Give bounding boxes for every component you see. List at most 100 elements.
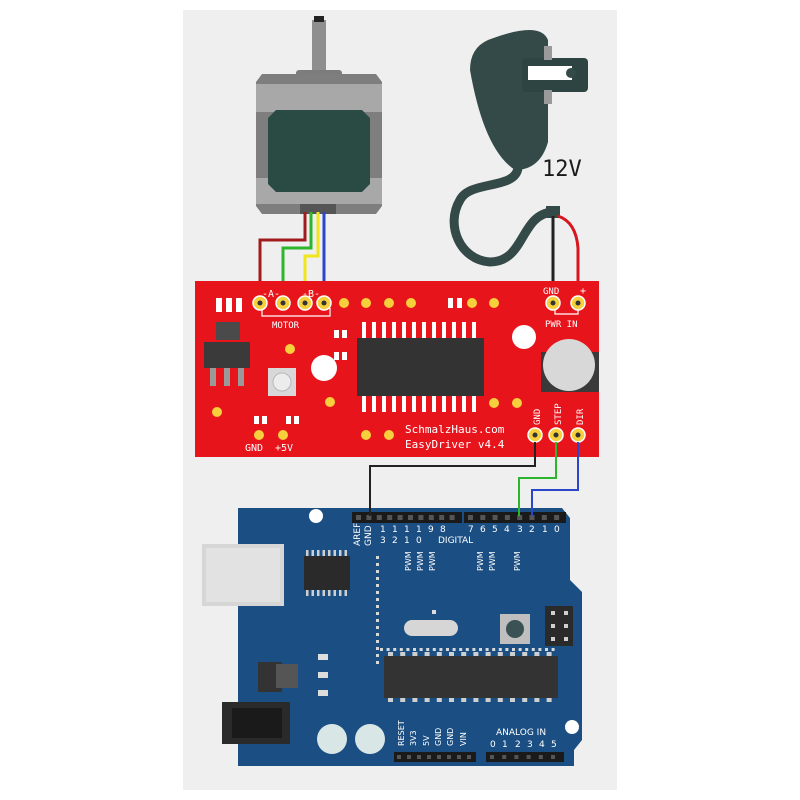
header-socket xyxy=(427,755,431,759)
silkscreen-dot xyxy=(376,626,379,629)
chip-pin xyxy=(311,590,314,596)
chip-pin xyxy=(317,590,320,596)
silkscreen-dot xyxy=(376,598,379,601)
mcu-pin xyxy=(510,652,515,656)
smd-pad xyxy=(236,298,242,312)
stepper-motor xyxy=(256,16,382,214)
smd-component xyxy=(318,690,328,696)
ic-pin xyxy=(472,396,476,412)
via-pad xyxy=(406,298,416,308)
crystal xyxy=(404,620,458,636)
control-pin-step-hole xyxy=(553,432,559,438)
reset-label: RESET xyxy=(397,720,406,746)
motor-face xyxy=(268,110,370,192)
silkscreen-dot xyxy=(419,648,423,651)
silkscreen-dot xyxy=(485,648,489,651)
via-pad xyxy=(285,344,295,354)
motor-pin-a2-hole xyxy=(280,300,286,306)
motor-wire-green xyxy=(281,212,313,300)
motor-connector xyxy=(300,204,336,214)
silkscreen-dot xyxy=(376,605,379,608)
pin-0-label: 0 xyxy=(554,525,560,535)
mcu-pin xyxy=(461,698,467,702)
header-socket xyxy=(457,755,461,759)
power-group-label: PWR IN xyxy=(545,320,578,330)
silkscreen-dot xyxy=(376,661,379,664)
ic-pin xyxy=(412,322,416,338)
silkscreen-dot xyxy=(393,648,397,651)
mcu-pin xyxy=(473,698,479,702)
power-pin-plus-hole xyxy=(575,300,581,306)
header-socket xyxy=(397,755,401,759)
header-socket xyxy=(397,515,403,520)
motor-wire-red xyxy=(258,212,307,300)
ic-pin xyxy=(382,322,386,338)
digital-label: DIGITAL xyxy=(438,536,473,546)
chip-pin xyxy=(344,550,347,556)
header-socket xyxy=(526,755,531,759)
silkscreen-dot xyxy=(531,648,535,651)
icsp-header-body xyxy=(545,606,573,646)
mcu-pin xyxy=(412,652,418,656)
via-pad xyxy=(361,298,371,308)
smd-pad xyxy=(342,330,347,338)
header-socket xyxy=(418,515,424,520)
pin-2-label: 2 xyxy=(529,525,535,535)
pin-tens-13: 1 xyxy=(380,525,386,535)
mcu-pin xyxy=(485,652,491,656)
silkscreen-dot xyxy=(426,648,430,651)
silkscreen-dot xyxy=(376,612,379,615)
via-pad xyxy=(489,298,499,308)
smd-component xyxy=(318,654,328,660)
reset-button-cap[interactable] xyxy=(506,620,524,638)
ic-body xyxy=(357,338,484,396)
microcontroller-chip xyxy=(384,656,558,698)
motor-b-label: -B- xyxy=(302,289,320,300)
chip-pin xyxy=(339,590,342,596)
motor-pin-b2-hole xyxy=(321,300,327,306)
mcu-pin xyxy=(436,698,442,702)
chip-pin xyxy=(339,550,342,556)
via-pad xyxy=(325,397,335,407)
mcu-pin xyxy=(510,698,515,702)
smd-pad xyxy=(294,416,299,424)
analog-in-label: ANALOG IN xyxy=(496,728,546,738)
analog-pin-1: 1 xyxy=(502,740,508,750)
silkscreen-dot xyxy=(432,648,436,651)
mcu-pin xyxy=(412,698,418,702)
control-dir-label: DIR xyxy=(576,408,586,425)
ic-pin xyxy=(362,396,366,412)
capacitor xyxy=(355,724,385,754)
icsp-pin xyxy=(551,637,555,641)
mcu-pin xyxy=(522,698,528,702)
smd-pad xyxy=(254,416,259,424)
smd-component xyxy=(318,672,328,678)
silkscreen-dot xyxy=(376,556,379,559)
mcu-pin xyxy=(497,698,503,702)
ic-pin xyxy=(442,322,446,338)
ic-pin xyxy=(392,396,396,412)
adapter-plug-slot xyxy=(528,66,572,80)
via-pad xyxy=(339,298,349,308)
silkscreen-dot xyxy=(525,648,529,651)
ic-pin xyxy=(462,322,466,338)
board-credit: SchmalzHaus.com xyxy=(405,423,505,436)
header-socket xyxy=(514,755,519,759)
control-pin-dir-hole xyxy=(575,432,581,438)
silkscreen-dot xyxy=(380,648,383,651)
adapter-body xyxy=(470,30,548,170)
voltage-regulator-body xyxy=(204,342,250,368)
silkscreen-dot xyxy=(376,584,379,587)
adapter-prong-lower xyxy=(544,90,552,104)
5v-label: 5V xyxy=(422,735,431,746)
power-jack-face xyxy=(232,708,282,738)
analog-header-body xyxy=(486,752,564,762)
control-wires xyxy=(369,442,579,516)
silkscreen-dot xyxy=(376,633,379,636)
ic-pin xyxy=(472,322,476,338)
mcu-pin xyxy=(424,698,430,702)
power-pin-gnd-hole xyxy=(550,300,556,306)
icsp-pin xyxy=(564,637,568,641)
ic-pin xyxy=(372,322,376,338)
header-socket xyxy=(504,515,510,520)
